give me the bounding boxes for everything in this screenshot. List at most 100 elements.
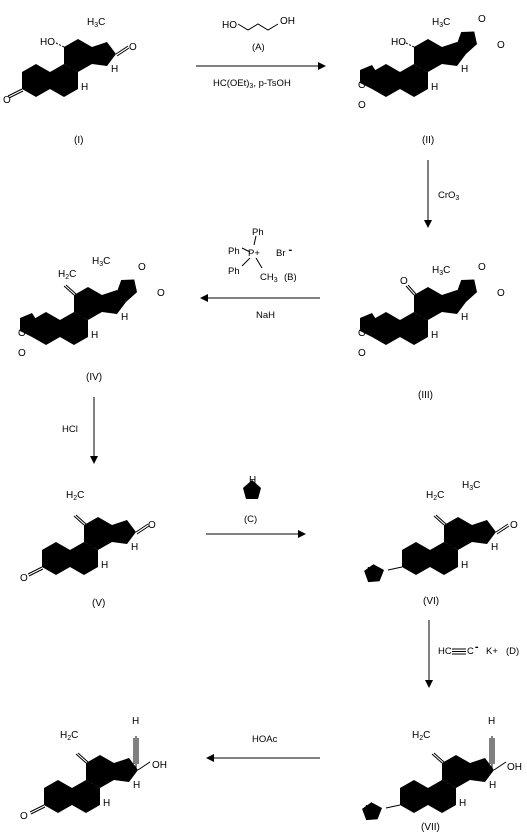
- atom-o-11: O: [497, 288, 505, 299]
- compound-I-structure: [7, 23, 130, 99]
- reagent-D-hc: HC: [438, 646, 452, 657]
- atom-ho-2: HO: [391, 37, 406, 48]
- reagent-B-ph-3: Ph: [228, 266, 240, 277]
- atom-h2c-2: H2C: [66, 490, 84, 502]
- atom-h-23: H: [103, 798, 110, 809]
- atom-o-4: O: [358, 100, 366, 111]
- atom-h-3: H: [111, 64, 118, 75]
- atom-o-9: O: [400, 276, 408, 287]
- atom-oh-1: OH: [507, 762, 522, 773]
- compound-label-VII: (VII): [421, 822, 440, 833]
- compound-label-IV: (IV): [86, 372, 102, 383]
- atom-h2c-1: H2C: [58, 269, 76, 281]
- atom-o-13: O: [18, 348, 26, 359]
- reagent-D-label: (D): [506, 646, 519, 657]
- reagent-D-k: K+: [486, 646, 498, 657]
- atom-h2c-5: H2C: [60, 730, 78, 742]
- atom-o-18: O: [510, 520, 518, 531]
- atom-h-8: H: [431, 330, 438, 341]
- atom-h-alkyne-1: H: [488, 716, 495, 727]
- atom-h-6: H: [461, 64, 468, 75]
- arrow-step-5: [206, 530, 306, 538]
- atom-h3c-4: H3C: [92, 256, 110, 268]
- atom-h-15: H: [131, 542, 138, 553]
- arrow-step-1: [196, 62, 326, 70]
- atom-h-24: H: [133, 780, 140, 791]
- reagent-step3-base: NaH: [256, 310, 275, 321]
- atom-h-4: H: [417, 64, 424, 75]
- reagent-A-ho: HO: [222, 20, 237, 31]
- atom-h3c-3: H3C: [432, 265, 450, 277]
- arrow-step-7: [206, 754, 320, 762]
- atom-h-22: H: [89, 780, 96, 791]
- arrow-step-4: [90, 397, 98, 464]
- atom-h-16: H: [447, 542, 454, 553]
- atom-h3c-1: H3C: [87, 17, 105, 29]
- reagent-B-br: Br-: [276, 244, 293, 259]
- atom-h-21: H: [489, 780, 496, 791]
- reagent-B-p: P+: [248, 248, 260, 259]
- reagent-C-n: N: [249, 482, 256, 493]
- final-product-structure: [29, 736, 151, 815]
- compound-label-III: (III): [418, 390, 433, 401]
- compound-VI-structure: [363, 501, 510, 585]
- atom-o-7: O: [358, 328, 366, 339]
- atom-h-11: H: [91, 330, 98, 341]
- reagent-step4: HCl: [62, 424, 78, 435]
- atom-h2c-4: H2C: [412, 730, 430, 742]
- reagent-B-ch3: CH3: [260, 272, 278, 284]
- atom-n-2: N: [365, 804, 372, 815]
- atom-o-15: O: [157, 288, 165, 299]
- atom-h-7: H: [417, 312, 424, 323]
- reagent-D-c: C-: [467, 641, 479, 657]
- arrow-step-2: [424, 160, 432, 228]
- arrow-step-3: [200, 294, 320, 302]
- atom-h-17: H: [461, 560, 468, 571]
- atom-h-9: H: [461, 312, 468, 323]
- atom-o-5: O: [478, 14, 486, 25]
- atom-o-16: O: [20, 573, 28, 584]
- atom-h-2: H: [81, 82, 88, 93]
- compound-label-II: (II): [422, 135, 434, 146]
- reagent-D-triple-bond: [452, 648, 466, 655]
- compound-VII-structure: [361, 736, 507, 823]
- atom-o-6: O: [497, 40, 505, 51]
- reagent-C-nh: H: [249, 475, 256, 486]
- atom-o-12: O: [18, 328, 26, 339]
- reagent-B-ph-1: Ph: [252, 227, 264, 238]
- atom-o-17: O: [148, 520, 156, 531]
- atom-o-3: O: [358, 80, 366, 91]
- atom-h-5: H: [431, 82, 438, 93]
- reagent-step7: HOAc: [252, 734, 278, 745]
- reagent-B-ph-2: Ph: [228, 246, 240, 257]
- atom-o-8: O: [358, 348, 366, 359]
- atom-n-1: N: [367, 566, 374, 577]
- atom-o-2: O: [129, 42, 137, 53]
- atom-o-1: O: [3, 95, 11, 106]
- atom-o-10: O: [478, 262, 486, 273]
- compound-label-I: (I): [74, 135, 83, 146]
- atom-h-1: H: [67, 64, 74, 75]
- atom-h3c-2: H3C: [432, 17, 450, 29]
- reagent-A-structure: [237, 23, 279, 31]
- compound-IV-structure: [20, 271, 141, 345]
- compound-V-structure: [27, 501, 150, 577]
- arrow-step-6: [425, 620, 433, 688]
- compound-III-structure: [360, 271, 481, 345]
- atom-h-19: H: [445, 780, 452, 791]
- reagent-C-label: (C): [244, 514, 257, 525]
- atom-oh-2: OH: [152, 760, 167, 771]
- atom-h3c-5: H3C: [462, 480, 480, 492]
- atom-h-12: H: [121, 312, 128, 323]
- reagent-B-label: (B): [284, 272, 297, 283]
- reagent-step1-conditions: HC(OEt)3, p-TsOH: [213, 78, 291, 90]
- atom-o-19: O: [20, 811, 28, 822]
- atom-h2c-3: H2C: [426, 490, 444, 502]
- atom-h-13: H: [87, 542, 94, 553]
- compound-II-structure: [360, 23, 481, 97]
- atom-o-14: O: [138, 262, 146, 273]
- reagent-A-oh: OH: [280, 16, 295, 27]
- atom-h-18: H: [491, 542, 498, 553]
- reagent-step2: CrO3: [438, 190, 459, 202]
